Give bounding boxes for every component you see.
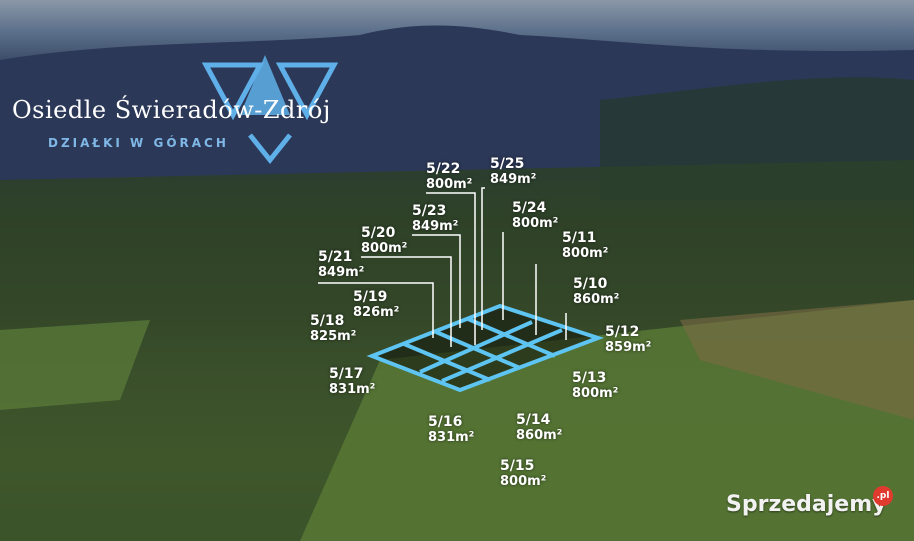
mountain-logo-icon (201, 55, 339, 165)
watermark-logo: Sprzedajemy (726, 492, 887, 517)
watermark-badge: .pl (873, 486, 893, 506)
plot-grid (366, 303, 605, 393)
logo-title: Osiedle Świeradów-Zdrój (12, 96, 331, 124)
logo-subtitle: DZIAŁKI W GÓRACH (48, 136, 229, 150)
leader-lines (318, 187, 567, 347)
